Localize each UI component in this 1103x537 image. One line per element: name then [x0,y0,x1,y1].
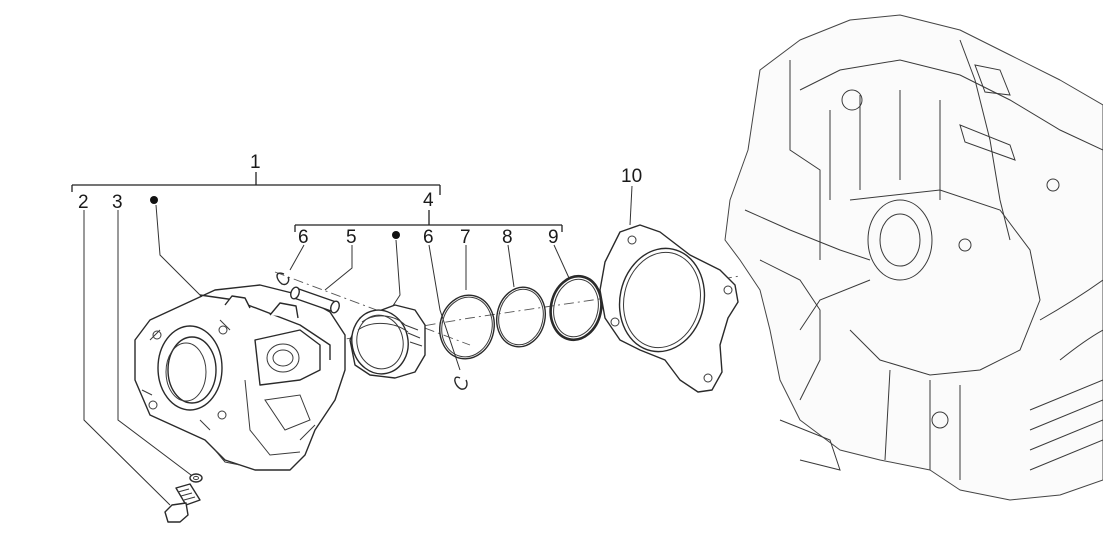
bullet-dot [392,231,400,239]
piston-ring-7 [439,294,495,360]
callout-3: 3 [112,192,123,213]
piston-pin [290,286,340,314]
callout-8: 8 [502,227,513,248]
callout-brackets [71,172,563,232]
piston-ring-9 [549,274,603,342]
callout-5: 5 [346,227,357,248]
callout-2: 2 [78,192,89,213]
base-gasket [599,224,739,393]
circlip-left [276,272,290,286]
stud-bolt [164,483,201,523]
callout-1: 1 [250,152,261,173]
washer [189,473,203,483]
callout-6-right: 6 [423,227,434,248]
cylinder-block [134,284,346,471]
callout-10: 10 [621,166,642,187]
piston-ring-8 [496,286,546,348]
callout-labels: 1 2 3 4 5 6 6 7 8 9 10 [78,152,642,248]
callout-4: 4 [423,190,434,211]
piston [349,304,426,379]
assembly-axis [274,271,471,346]
callout-9: 9 [548,227,559,248]
bullet-dot [150,196,158,204]
leader-lines [83,185,633,506]
callout-7: 7 [460,227,471,248]
callout-6-left: 6 [298,227,309,248]
circlip-right [454,376,468,390]
engine-crankcase [724,14,1103,501]
